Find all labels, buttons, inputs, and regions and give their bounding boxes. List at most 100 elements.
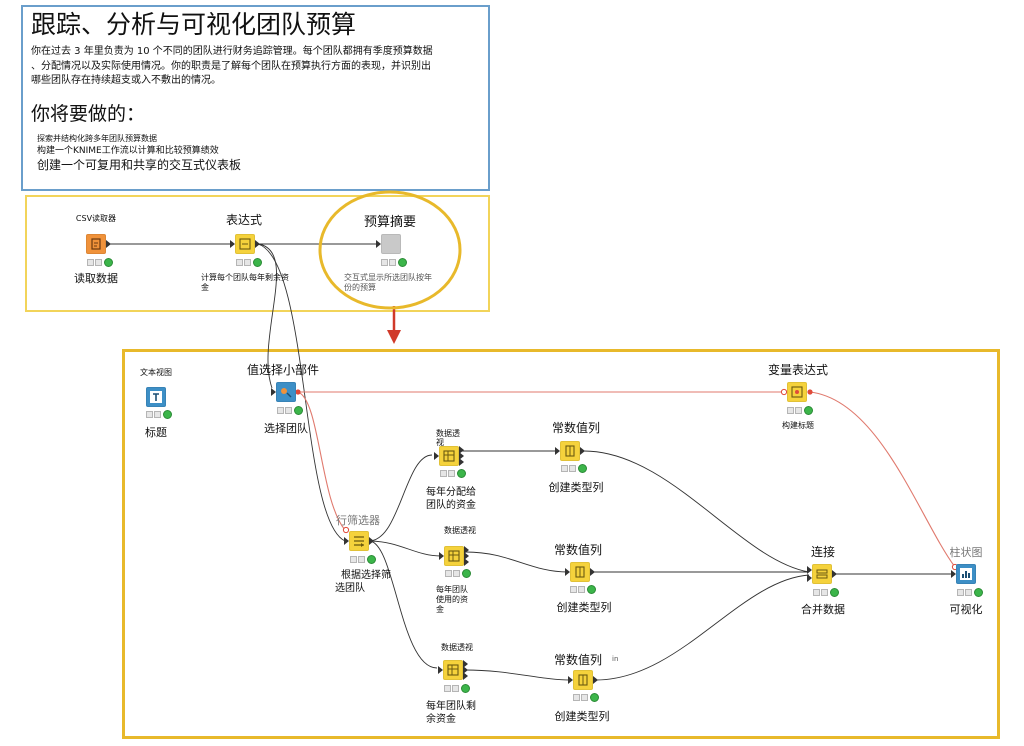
top-workflow-annotation[interactable]: [25, 195, 490, 312]
concatenate-node[interactable]: [812, 564, 832, 584]
constant-column-icon: [565, 445, 575, 457]
conn-rowfilter-pivot3: [368, 540, 438, 669]
intro-subtitle: 你将要做的：: [31, 103, 146, 125]
filter-icon: [354, 536, 364, 547]
status-const1: [561, 464, 591, 473]
variable-expression-node[interactable]: [787, 382, 807, 402]
component-annotation[interactable]: [122, 349, 1000, 739]
intro-desc-line1: 你在过去 3 年里负责为 10 个不同的团队进行财务追踪管理。每个团队都拥有季度…: [31, 46, 433, 57]
status-expression: [236, 258, 266, 267]
status-value-selection: [277, 406, 307, 415]
pivot-icon: [448, 550, 460, 562]
conn-pivot3-const3: [464, 669, 572, 681]
const2-node[interactable]: [570, 562, 590, 582]
node-title-variable-expression: 变量表达式: [767, 363, 828, 377]
intro-task-1: 探索并结构化跨多年团队预算数据: [37, 134, 157, 143]
pivot-icon: [443, 450, 455, 462]
node-title-pivot3: 数据透视: [441, 643, 473, 652]
node-label-bar-chart: 可视化: [949, 603, 983, 616]
flowvar-varexpr-barchart: [809, 391, 956, 568]
node-label-expression-l1: 计算每个团队每年剩余资: [201, 273, 289, 282]
status-bar-chart: [957, 588, 987, 597]
node-title-bar-chart: 柱状图: [949, 546, 983, 559]
text-view-node[interactable]: [146, 387, 166, 407]
status-text-view: [146, 410, 176, 419]
node-title-csv-reader: CSV读取器: [75, 214, 117, 223]
pivot1-node[interactable]: [439, 446, 459, 466]
node-title-pivot1-l1: 数据透: [436, 429, 460, 438]
node-title-budget-summary: 预算摘要: [363, 215, 416, 230]
intro-title: 跟踪、分析与可视化团队预算: [31, 10, 357, 39]
status-pivot3: [444, 684, 474, 693]
node-title-value-selection: 值选择小部件: [246, 363, 319, 377]
const3-node[interactable]: [573, 670, 593, 690]
node-label-const1: 创建类型列: [548, 481, 604, 494]
node-label-variable-expression: 构建标题: [782, 421, 814, 430]
node-title-row-filter: 行筛选器: [336, 514, 380, 527]
status-row-filter: [350, 555, 380, 564]
conn-rowfilter-pivot2: [368, 540, 442, 557]
node-label-pivot2-l3: 金: [436, 605, 444, 614]
bar-chart-node[interactable]: [956, 564, 976, 584]
conn-const3-concat: [595, 574, 810, 681]
node-title-const1: 常数值列: [551, 421, 600, 435]
row-filter-node[interactable]: [349, 531, 369, 551]
node-label-pivot1-l2: 团队的资金: [426, 500, 476, 511]
conn-expression-valuewidget: [257, 243, 277, 389]
status-const3: [573, 693, 603, 702]
node-label-concat: 合并数据: [801, 603, 845, 616]
node-title-const3: 常数值列: [553, 653, 602, 667]
expression-node[interactable]: [235, 234, 255, 254]
expression-icon: [239, 238, 251, 250]
pivot2-node[interactable]: [444, 546, 464, 566]
intro-desc-line2: 、分配情况以及实际使用情况。你的职责是了解每个团队在预算执行方面的表现，并识别出: [31, 61, 431, 72]
node-label-row-filter-l2: 选团队: [335, 583, 365, 594]
variable-expression-icon: [791, 386, 803, 398]
node-label-row-filter-l1: 根据选择筛: [341, 570, 391, 581]
status-pivot2: [445, 569, 475, 578]
node-label-pivot2-l1: 每年团队: [436, 585, 468, 594]
node-label-text-view: 标题: [145, 426, 167, 439]
node-label-const3: 创建类型列: [554, 710, 610, 723]
csv-reader-node[interactable]: [86, 234, 106, 254]
status-pivot1: [440, 469, 470, 478]
highlight-circle: [318, 190, 462, 310]
flowvar-widget-rowfilter: [297, 391, 346, 531]
pivot3-node[interactable]: [443, 660, 463, 680]
value-selection-widget-node[interactable]: [276, 382, 296, 402]
const1-node[interactable]: [560, 441, 580, 461]
node-label-pivot3-l1: 每年团队剩: [426, 701, 476, 712]
conn-rowfilter-pivot1: [368, 454, 433, 542]
conn-expression-rowfilter: [257, 243, 346, 542]
node-label-pivot1-l1: 每年分配给: [426, 487, 476, 498]
status-variable-expression: [787, 406, 817, 415]
status-const2: [570, 585, 600, 594]
node-label-csv-reader: 读取数据: [74, 272, 118, 285]
conn-const1-concat: [583, 450, 810, 573]
node-title-text-view: 文本视图: [140, 368, 172, 377]
node-label-pivot3-l2: 余资金: [426, 714, 456, 725]
constant-column-icon: [575, 566, 585, 578]
widget-select-icon: [281, 388, 292, 398]
budget-summary-component[interactable]: [381, 234, 401, 254]
node-title-const2: 常数值列: [553, 543, 602, 557]
intro-desc-line3: 哪些团队存在持续超支或入不敷出的情况。: [31, 75, 221, 86]
intro-task-3: 创建一个可复用和共享的交互式仪表板: [37, 158, 242, 172]
arrow-down-head: [387, 330, 401, 344]
node-title-const3-extra: in: [612, 655, 619, 663]
status-csv-reader: [87, 258, 117, 267]
file-read-icon: [91, 238, 101, 250]
conn-pivot2-const2: [465, 551, 569, 573]
node-title-concat: 连接: [810, 545, 835, 559]
bar-chart-icon: [960, 568, 972, 580]
node-label-pivot2-l2: 使用的资: [436, 595, 468, 604]
node-title-expression: 表达式: [225, 213, 262, 227]
node-label-value-selection: 选择团队: [264, 422, 308, 435]
intro-annotation[interactable]: [21, 5, 490, 191]
node-label-budget-summary-l2: 份的预算: [344, 283, 376, 292]
node-label-const2: 创建类型列: [556, 601, 612, 614]
status-concat: [813, 588, 843, 597]
node-label-budget-summary-l1: 交互式显示所选团队按年: [344, 273, 432, 282]
text-t-icon: [150, 391, 162, 403]
